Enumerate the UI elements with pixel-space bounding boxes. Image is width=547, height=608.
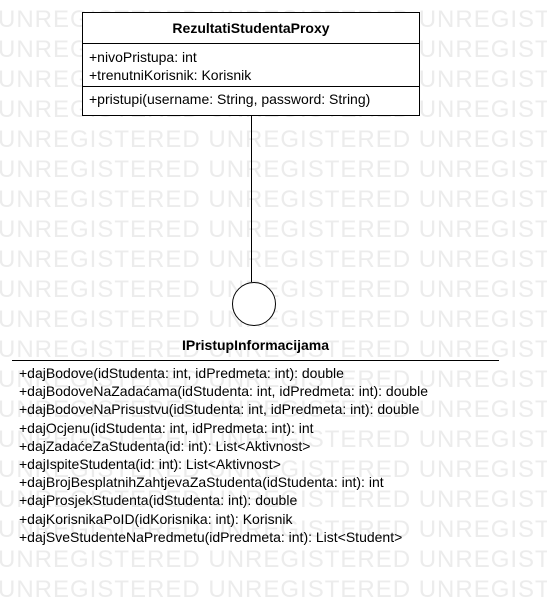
proxy-class-operations: +pristupi(username: String, password: St… [83, 87, 419, 111]
watermark-row: UNREGISTERED UNREGISTERED UNREGISTERED U… [0, 186, 547, 213]
interface-lollipop-icon[interactable] [232, 282, 276, 326]
interface-operation-item: +dajBodove(idStudenta: int, idPredmeta: … [19, 365, 344, 381]
watermark-row: UNREGISTERED UNREGISTERED UNREGISTERED U… [0, 486, 547, 513]
interface-divider [12, 360, 499, 361]
interface-operation-item: +dajBodoveNaZadaćama(idStudenta: int, id… [19, 383, 428, 400]
interface-operation-item: +dajOcjenu(idStudenta: int, idPredmeta: … [19, 419, 314, 436]
watermark-row: UNREGISTERED UNREGISTERED UNREGISTERED U… [0, 126, 547, 153]
watermark-row: UNREGISTERED UNREGISTERED UNREGISTERED U… [0, 426, 547, 453]
watermark-row: UNREGISTERED UNREGISTERED UNREGISTERED U… [0, 246, 547, 273]
interface-operation-item: +dajBrojBesplatnihZahtjevaZaStudenta(idS… [19, 474, 384, 491]
proxy-class-name: RezultatiStudentaProxy [83, 13, 419, 44]
attribute-item: +trenutniKorisnik: Korisnik [89, 67, 252, 83]
watermark-row: UNREGISTERED UNREGISTERED UNREGISTERED U… [0, 336, 547, 363]
watermark-row: UNREGISTERED UNREGISTERED UNREGISTERED U… [0, 456, 547, 483]
watermark-row: UNREGISTERED UNREGISTERED UNREGISTERED U… [0, 216, 547, 243]
realization-connector-line[interactable] [251, 116, 252, 282]
attribute-item: +nivoPristupa: int [89, 49, 197, 65]
watermark-row: UNREGISTERED UNREGISTERED UNREGISTERED U… [0, 516, 547, 543]
interface-operation-item: +dajIspiteStudenta(id: int): List<Aktivn… [19, 456, 281, 473]
proxy-class-box[interactable]: RezultatiStudentaProxy +nivoPristupa: in… [82, 12, 420, 116]
watermark-row: UNREGISTERED UNREGISTERED UNREGISTERED U… [0, 156, 547, 183]
interface-operations: +dajBodove(idStudenta: int, idPredmeta: … [19, 364, 428, 546]
proxy-class-attributes: +nivoPristupa: int +trenutniKorisnik: Ko… [83, 44, 419, 87]
operation-item: +pristupi(username: String, password: St… [89, 91, 371, 107]
interface-operation-item: +dajKorisnikaPoID(idKorisnika: int): Kor… [19, 510, 293, 527]
watermark-row: UNREGISTERED UNREGISTERED UNREGISTERED U… [0, 396, 547, 423]
watermark-row: UNREGISTERED UNREGISTERED UNREGISTERED U… [0, 366, 547, 393]
interface-operation-item: +dajZadaćeZaStudenta(id: int): List<Akti… [19, 437, 311, 454]
watermark-row: UNREGISTERED UNREGISTERED UNREGISTERED U… [0, 576, 547, 603]
watermark-row: UNREGISTERED UNREGISTERED UNREGISTERED U… [0, 546, 547, 573]
interface-operation-item: +dajProsjekStudenta(idStudenta: int): do… [19, 492, 298, 509]
interface-operation-item: +dajSveStudenteNaPredmetu(idPredmeta: in… [19, 528, 403, 545]
interface-name: IPristupInformacijama [181, 337, 330, 353]
interface-operation-item: +dajBodoveNaPrisustvu(idStudenta: int, i… [19, 401, 420, 418]
